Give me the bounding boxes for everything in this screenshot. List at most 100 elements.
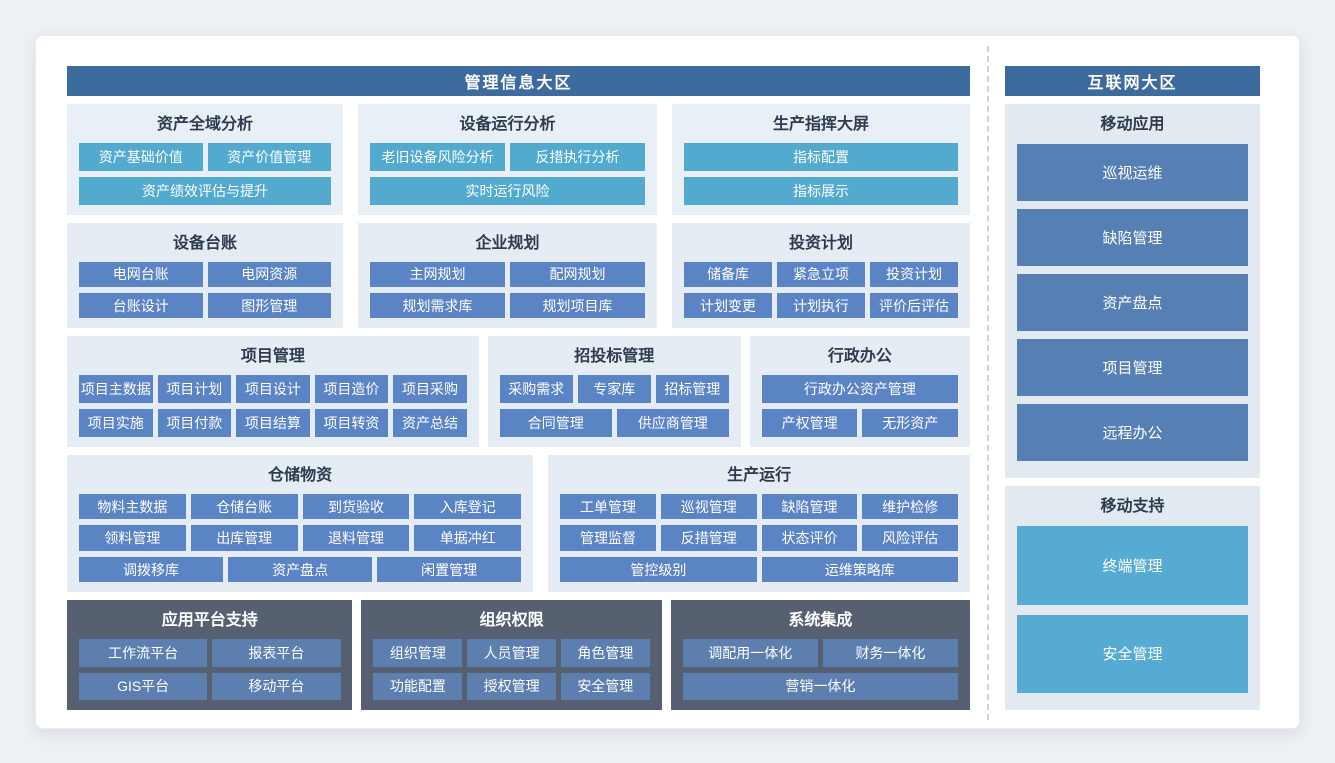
button-column: 终端管理安全管理 bbox=[1017, 526, 1248, 693]
module-button[interactable]: 领料管理 bbox=[79, 525, 186, 551]
module-button[interactable]: 资产基础价值 bbox=[79, 143, 203, 171]
module-button[interactable]: 资产盘点 bbox=[228, 556, 373, 583]
module-button[interactable]: 安全管理 bbox=[560, 672, 650, 700]
section-admin-office: 行政办公 行政办公资产管理 产权管理无形资产 bbox=[749, 336, 970, 447]
section-investment-plan: 投资计划 储备库紧急立项投资计划 计划变更计划执行评价后评估 bbox=[671, 222, 970, 329]
module-button[interactable]: 图形管理 bbox=[207, 292, 332, 319]
button-row: 指标展示 bbox=[683, 176, 958, 205]
module-button[interactable]: 资产总结 bbox=[393, 409, 467, 437]
section-equipment-ledger: 设备台账 电网台账电网资源 台账设计图形管理 bbox=[67, 222, 344, 329]
module-button[interactable]: 项目转资 bbox=[314, 409, 389, 437]
module-button[interactable]: 巡视运维 bbox=[1017, 144, 1248, 201]
module-button[interactable]: 缺陷管理 bbox=[1017, 209, 1248, 266]
module-button[interactable]: 项目结算 bbox=[236, 409, 310, 437]
module-button[interactable]: 行政办公资产管理 bbox=[761, 375, 958, 404]
module-button[interactable]: 反措管理 bbox=[660, 525, 757, 551]
module-button[interactable]: 仓储台账 bbox=[190, 493, 298, 520]
button-row: 工作流平台报表平台 bbox=[79, 639, 341, 667]
module-button[interactable]: 项目实施 bbox=[79, 409, 153, 437]
module-button[interactable]: 资产价值管理 bbox=[207, 143, 332, 171]
module-button[interactable]: 单据冲红 bbox=[414, 525, 522, 551]
module-button[interactable]: 配网规划 bbox=[510, 261, 645, 287]
module-button[interactable]: 规划项目库 bbox=[510, 292, 645, 319]
button-row: 老旧设备风险分析反措执行分析 bbox=[370, 143, 645, 171]
module-button[interactable]: 无形资产 bbox=[862, 409, 958, 437]
module-button[interactable]: 工单管理 bbox=[560, 493, 656, 520]
module-button[interactable]: 指标配置 bbox=[683, 143, 958, 171]
module-button[interactable]: 招标管理 bbox=[655, 375, 729, 404]
module-button[interactable]: 到货验收 bbox=[302, 493, 410, 520]
module-button[interactable]: 闲置管理 bbox=[377, 556, 522, 583]
module-button[interactable]: 规划需求库 bbox=[370, 292, 505, 319]
button-row: 行政办公资产管理 bbox=[761, 375, 958, 404]
module-button[interactable]: 远程办公 bbox=[1017, 404, 1248, 461]
module-button[interactable]: 项目主数据 bbox=[79, 375, 153, 404]
module-button[interactable]: 采购需求 bbox=[499, 375, 573, 404]
button-row: 主网规划配网规划 bbox=[370, 261, 645, 287]
module-button[interactable]: 反措执行分析 bbox=[510, 143, 645, 171]
button-row: 管控级别运维策略库 bbox=[560, 556, 959, 583]
module-row: 应用平台支持 工作流平台报表平台 GIS平台移动平台 组织权限 组织管理人员管理… bbox=[67, 600, 970, 710]
module-button[interactable]: 产权管理 bbox=[761, 409, 858, 437]
module-button[interactable]: 报表平台 bbox=[212, 639, 341, 667]
module-button[interactable]: 财务一体化 bbox=[822, 639, 959, 667]
module-button[interactable]: GIS平台 bbox=[79, 672, 208, 700]
module-button[interactable]: 运维策略库 bbox=[761, 556, 959, 583]
module-button[interactable]: 物料主数据 bbox=[79, 493, 186, 520]
module-button[interactable]: 专家库 bbox=[577, 375, 651, 404]
module-button[interactable]: 评价后评估 bbox=[870, 292, 959, 319]
button-row: 台账设计图形管理 bbox=[79, 292, 332, 319]
module-button[interactable]: 合同管理 bbox=[499, 409, 612, 437]
module-button[interactable]: 投资计划 bbox=[870, 261, 959, 287]
module-button[interactable]: 项目计划 bbox=[157, 375, 232, 404]
module-button[interactable]: 巡视管理 bbox=[660, 493, 757, 520]
module-button[interactable]: 营销一体化 bbox=[682, 672, 958, 700]
module-button[interactable]: 项目造价 bbox=[314, 375, 389, 404]
module-button[interactable]: 电网台账 bbox=[79, 261, 203, 287]
section-title: 移动应用 bbox=[1100, 116, 1165, 133]
module-button[interactable]: 移动平台 bbox=[212, 672, 341, 700]
section-bidding-management: 招投标管理 采购需求专家库招标管理 合同管理供应商管理 bbox=[487, 336, 741, 447]
button-row: 调拨移库资产盘点闲置管理 bbox=[79, 556, 522, 583]
button-row: 电网台账电网资源 bbox=[79, 261, 332, 287]
module-button[interactable]: 功能配置 bbox=[373, 672, 463, 700]
module-button[interactable]: 老旧设备风险分析 bbox=[370, 143, 505, 171]
module-button[interactable]: 管控级别 bbox=[560, 556, 757, 583]
module-button[interactable]: 组织管理 bbox=[373, 639, 463, 667]
module-button[interactable]: 角色管理 bbox=[560, 639, 650, 667]
module-button[interactable]: 项目采购 bbox=[393, 375, 467, 404]
module-button[interactable]: 管理监督 bbox=[560, 525, 656, 551]
module-button[interactable]: 资产绩效评估与提升 bbox=[79, 176, 332, 205]
module-button[interactable]: 工作流平台 bbox=[79, 639, 208, 667]
module-button[interactable]: 台账设计 bbox=[79, 292, 203, 319]
module-button[interactable]: 计划变更 bbox=[683, 292, 772, 319]
module-button[interactable]: 紧急立项 bbox=[776, 261, 865, 287]
module-button[interactable]: 调拨移库 bbox=[79, 556, 224, 583]
module-button[interactable]: 资产盘点 bbox=[1017, 274, 1248, 331]
module-button[interactable]: 维护检修 bbox=[862, 493, 959, 520]
module-button[interactable]: 实时运行风险 bbox=[370, 176, 645, 205]
module-button[interactable]: 人员管理 bbox=[467, 639, 556, 667]
module-button[interactable]: 安全管理 bbox=[1017, 614, 1248, 693]
module-button[interactable]: 终端管理 bbox=[1017, 526, 1248, 605]
module-button[interactable]: 授权管理 bbox=[467, 672, 556, 700]
module-button[interactable]: 入库登记 bbox=[414, 493, 522, 520]
module-button[interactable]: 指标展示 bbox=[683, 176, 958, 205]
module-button[interactable]: 出库管理 bbox=[190, 525, 298, 551]
module-button[interactable]: 电网资源 bbox=[207, 261, 332, 287]
module-button[interactable]: 供应商管理 bbox=[616, 409, 729, 437]
module-button[interactable]: 计划执行 bbox=[776, 292, 865, 319]
module-button[interactable]: 储备库 bbox=[683, 261, 772, 287]
module-button[interactable]: 状态评价 bbox=[761, 525, 858, 551]
module-button[interactable]: 调配用一体化 bbox=[682, 639, 818, 667]
module-button[interactable]: 退料管理 bbox=[302, 525, 410, 551]
module-button[interactable]: 主网规划 bbox=[370, 261, 505, 287]
module-button[interactable]: 项目付款 bbox=[157, 409, 232, 437]
module-button[interactable]: 项目管理 bbox=[1017, 339, 1248, 396]
section-title: 移动支持 bbox=[1100, 498, 1165, 515]
module-button[interactable]: 项目设计 bbox=[236, 375, 310, 404]
section-org-permission: 组织权限 组织管理人员管理角色管理 功能配置授权管理安全管理 bbox=[361, 600, 662, 710]
module-button[interactable]: 风险评估 bbox=[862, 525, 959, 551]
module-button[interactable]: 缺陷管理 bbox=[761, 493, 858, 520]
section-title: 应用平台支持 bbox=[161, 612, 258, 630]
